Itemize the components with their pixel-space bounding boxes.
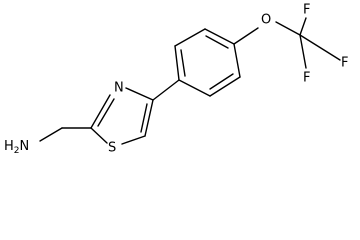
bond-c4-c5-inner (140, 103, 148, 133)
fluorine-right-label: F (341, 56, 348, 71)
bond-ph-4 (233, 43, 241, 78)
structure-canvas: H2N N S O F F F (4, 2, 349, 156)
fluorine-top-label: F (303, 3, 310, 18)
amine-label-h: H (4, 139, 14, 154)
bond-nh2-ch2 (39, 127, 63, 142)
bond-c4-c5 (144, 99, 154, 137)
bond-c-f-right (299, 34, 341, 61)
thiazole-sulfur-label: S (108, 141, 116, 156)
bond-c-f-bottom (299, 34, 307, 69)
fluorine-bottom-label: F (303, 71, 310, 86)
bond-c2-n3-double-b (97, 98, 115, 127)
amine-label-n: N (20, 139, 30, 154)
bond-ph-1 (174, 45, 180, 81)
bond-ph-6 (178, 79, 211, 97)
bond-phenyl-o (233, 27, 259, 45)
bond-ph-2 (174, 28, 206, 47)
molecule-diagram: H2N N S O F F F (4, 3, 348, 156)
ether-oxygen-label: O (261, 13, 271, 28)
bond-o-cf3 (275, 21, 301, 36)
bond-thiazole-phenyl (152, 79, 180, 101)
bond-c-f-top (299, 17, 307, 36)
bond-c5-s1 (121, 135, 146, 145)
amine-label-subscript: 2 (14, 146, 20, 156)
bond-ph-5-inner (209, 73, 234, 90)
bond-s1-c2 (90, 127, 108, 144)
bond-ph-1-inner (180, 49, 186, 77)
bond-c2-n3-double-a (90, 94, 111, 129)
bond-ph-3 (204, 28, 235, 45)
thiazole-nitrogen-label: N (114, 81, 124, 96)
bond-n3-c4 (125, 87, 154, 101)
bond-ph-3-inner (205, 35, 229, 49)
amine-label: H2N (4, 139, 29, 156)
bond-ph-5 (209, 76, 241, 97)
